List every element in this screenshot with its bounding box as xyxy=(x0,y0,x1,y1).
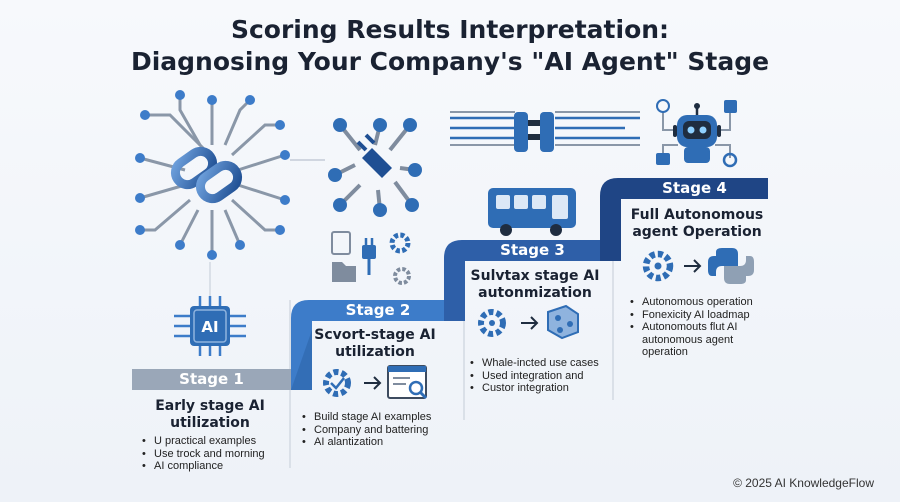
check-icon xyxy=(330,377,345,390)
stage-3-heading: Sulvtax stage AI autonmization xyxy=(470,268,600,301)
list-item: Whale-incted use cases xyxy=(470,357,599,370)
circuit-chain-icon xyxy=(135,90,290,260)
list-item: Company and battering xyxy=(302,424,431,437)
network-cube-icon xyxy=(547,304,579,340)
stage-4-label: Stage 4 xyxy=(662,179,727,197)
list-item: Build stage AI examples xyxy=(302,411,431,424)
stage-4-bullets: Autonomous operation Fonexicity AI loadm… xyxy=(630,296,753,359)
list-item: U practical examples xyxy=(142,435,265,448)
step-stage-4 xyxy=(600,178,768,261)
stage-3-process-icons xyxy=(478,304,579,340)
list-item: Fonexicity AI loadmap xyxy=(630,309,753,322)
step-stage-1 xyxy=(132,369,291,390)
list-item: Use trock and morning xyxy=(142,448,265,461)
stage-3-bullets: Whale-incted use cases Used integration … xyxy=(470,357,599,395)
bus-icon xyxy=(488,188,576,236)
robot-icon xyxy=(656,99,738,168)
list-item: Autonomouts flut AI xyxy=(630,321,753,334)
stage-1-bullets: U practical examples Use trock and morni… xyxy=(142,435,265,473)
ai-chip-icon: AI xyxy=(174,296,246,356)
stage-3-label: Stage 3 xyxy=(500,241,565,259)
wrench-icon xyxy=(656,153,670,165)
stage-2-bullets: Build stage AI examples Company and batt… xyxy=(302,411,431,449)
stage-2-heading: Scvort-stage AI utilization xyxy=(314,327,436,360)
stage-1-heading: Early stage AI utilization xyxy=(155,398,265,431)
stage-4-process-icons xyxy=(642,248,754,284)
title-line-2: Diagnosing Your Company's "AI Agent" Sta… xyxy=(130,47,770,76)
arrow-right-icon xyxy=(364,376,382,390)
list-item-continued: autonomous agent xyxy=(642,333,734,346)
step-stage-3 xyxy=(444,240,600,321)
stage-1-label: Stage 1 xyxy=(179,370,244,388)
settings-icon xyxy=(724,100,737,113)
list-item: Custor integration xyxy=(470,382,599,395)
stage-4-heading: Full Autonomous agent Operation xyxy=(630,207,764,240)
copyright-footer: © 2025 AI KnowledgeFlow xyxy=(733,476,874,490)
page-title: Scoring Results Interpretation: Diagnosi… xyxy=(0,14,900,78)
lightbulb-icon xyxy=(656,99,670,113)
list-item-continued: operation xyxy=(642,346,688,358)
list-item: AI alantization xyxy=(302,436,431,449)
cable-connector-icon xyxy=(450,111,640,152)
list-item: AI compliance xyxy=(142,460,265,473)
arrow-right-icon xyxy=(684,259,702,273)
magnifier-icon xyxy=(408,380,424,396)
ai-chip-text: AI xyxy=(201,318,218,336)
gear-icon xyxy=(642,250,674,282)
list-item: Used integration and xyxy=(470,370,599,383)
python-logo-icon xyxy=(708,248,738,276)
arrow-right-icon xyxy=(521,316,539,330)
title-line-1: Scoring Results Interpretation: xyxy=(230,15,670,44)
stage-2-label: Stage 2 xyxy=(345,301,411,319)
list-item: Autonomous operation xyxy=(630,296,753,309)
gear-icon xyxy=(323,369,351,397)
network-plug-icon xyxy=(328,118,422,217)
stage-2-process-icons xyxy=(323,365,428,400)
gear-icon xyxy=(478,309,506,337)
document-plug-gear-icon xyxy=(331,231,411,285)
staircase xyxy=(132,178,768,390)
refresh-icon xyxy=(722,152,738,168)
